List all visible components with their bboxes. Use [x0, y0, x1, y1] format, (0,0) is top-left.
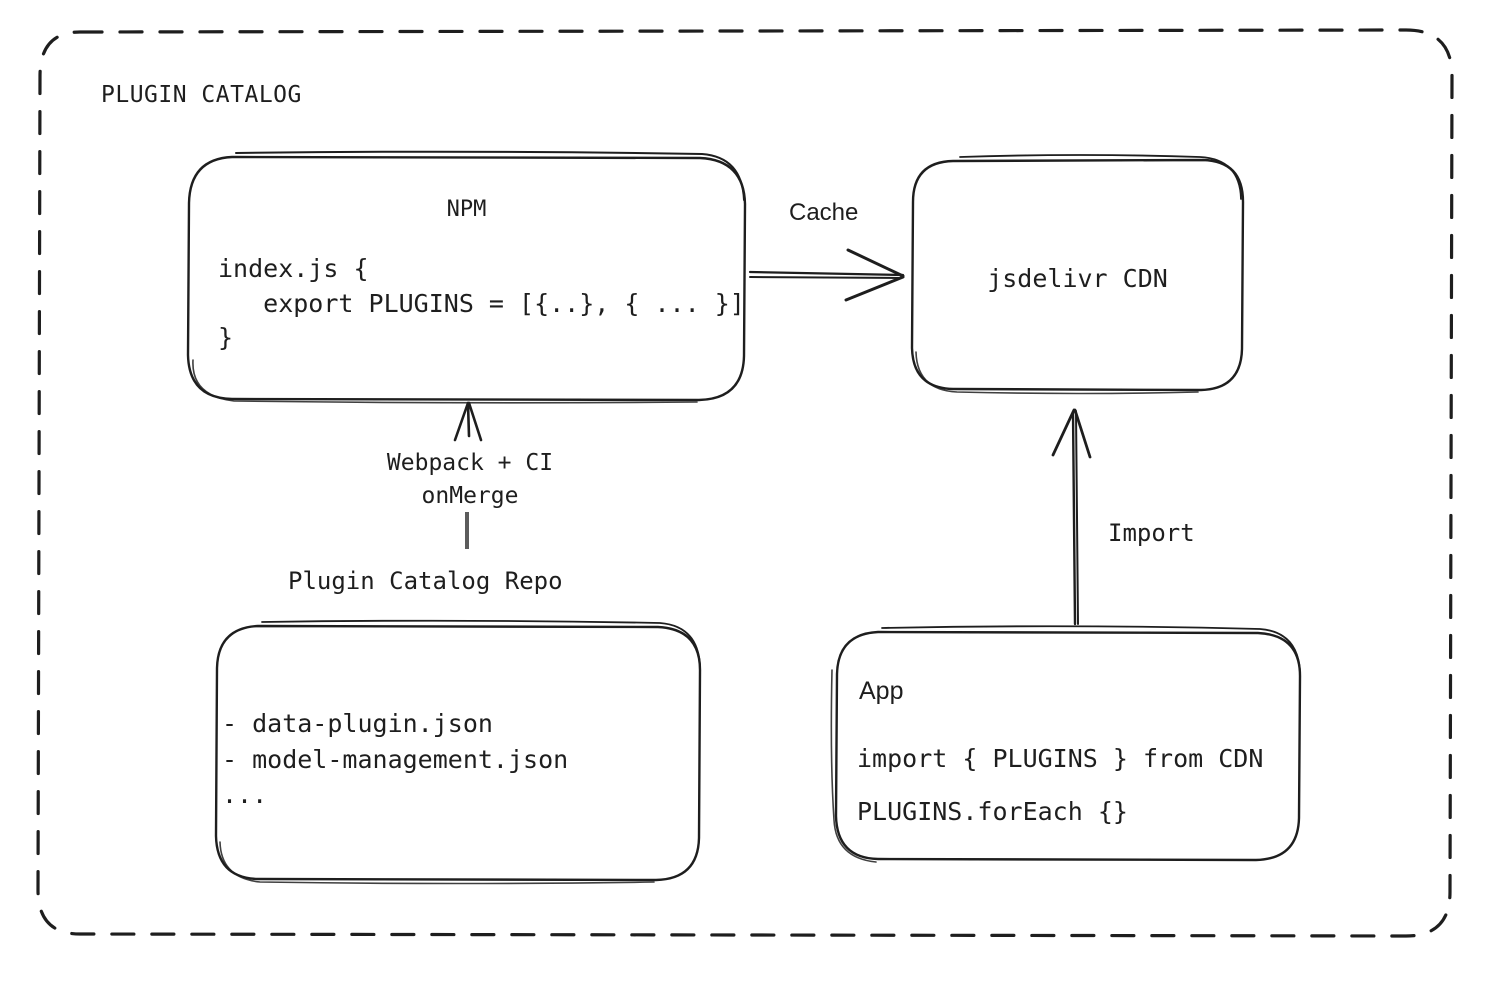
webpack-ci-label-line-1: Webpack + CI [386, 450, 554, 476]
import-edge-label: Import [1108, 519, 1195, 547]
app-code-line-1: import { PLUGINS } from CDN [857, 744, 1264, 773]
repo-file-line-2: - model-management.json [222, 744, 569, 774]
npm-code-line-3: } [218, 323, 234, 352]
repo-node-label: Plugin Catalog Repo [288, 567, 563, 595]
cache-arrow [748, 248, 905, 302]
cache-edge-label: Cache [789, 199, 859, 226]
npm-code-line-1: index.js { [218, 254, 369, 283]
npm-node-title: NPM [446, 197, 487, 222]
cdn-node-title: jsdelivr CDN [987, 264, 1168, 293]
webpack-ci-edge-label: Webpack + CI onMerge [375, 447, 565, 514]
plugin-catalog-title: PLUGIN CATALOG [101, 82, 302, 108]
app-code-line-2: PLUGINS.forEach {} [857, 796, 1128, 826]
app-node-code: import { PLUGINS } from CDN PLUGINS.forEa… [857, 733, 1263, 838]
app-node-title: App [859, 677, 904, 705]
npm-node-code: index.js { export PLUGINS = [{..}, { ...… [218, 252, 745, 356]
npm-code-line-2: export PLUGINS = [{..}, { ... }] [218, 288, 745, 318]
import-arrow [1051, 408, 1092, 626]
repo-node-file-list: - data-plugin.json - model-management.jso… [222, 706, 568, 813]
repo-file-line-3: ... [222, 780, 268, 809]
webpack-ci-label-line-2: onMerge [421, 483, 519, 510]
repo-file-line-1: - data-plugin.json [222, 709, 493, 738]
